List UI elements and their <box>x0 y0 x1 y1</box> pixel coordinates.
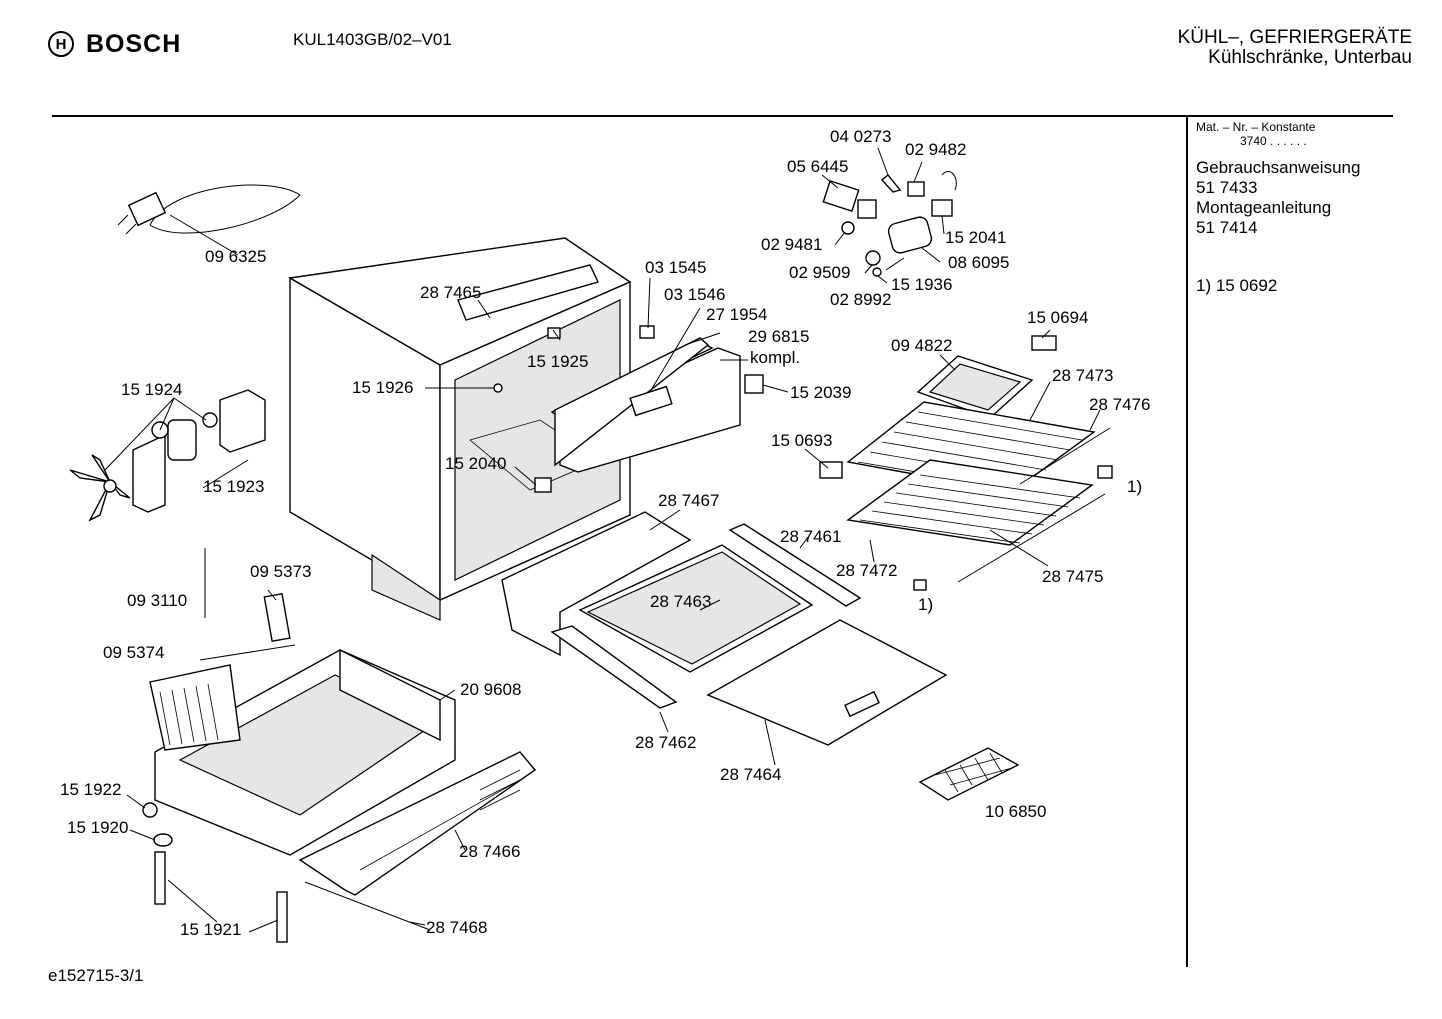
part-labels: 09 6325 28 7465 03 1545 03 1546 27 1954 … <box>60 127 1150 939</box>
label-093110: 09 3110 <box>127 591 187 610</box>
drawing-id: e152715-3/1 <box>48 966 144 985</box>
doc-install-number: 51 7414 <box>1196 218 1258 237</box>
base-frame-drawing <box>142 548 537 943</box>
label-152039: 15 2039 <box>790 383 851 402</box>
header-divider <box>52 115 1393 117</box>
thermostat-drawing <box>822 170 957 277</box>
label-151920: 15 1920 <box>67 818 128 837</box>
label-086095: 08 6095 <box>948 253 1009 272</box>
label-029482: 02 9482 <box>905 140 966 159</box>
shelves-drawing <box>819 335 1113 591</box>
label-209608: 20 9608 <box>460 680 521 699</box>
bosch-armature-icon: H <box>48 31 74 57</box>
label-287468: 28 7468 <box>426 918 487 937</box>
label-094822: 09 4822 <box>891 336 952 355</box>
label-287475: 28 7475 <box>1042 567 1103 586</box>
label-151926: 15 1926 <box>352 378 413 397</box>
label-287464: 28 7464 <box>720 765 781 784</box>
label-056445: 05 6445 <box>787 157 848 176</box>
footnote-1: 1) 15 0692 <box>1196 276 1278 295</box>
label-151925: 15 1925 <box>527 352 588 371</box>
leader-lines <box>104 147 1101 933</box>
note-1-right: 1) <box>1127 477 1142 496</box>
category-line-1: KÜHL–, GEFRIERGERÄTE <box>1177 27 1412 48</box>
doc-install-title: Montageanleitung <box>1196 198 1332 217</box>
label-106850: 10 6850 <box>985 802 1046 821</box>
ice-cube-tray-drawing <box>918 747 1020 801</box>
label-150694: 15 0694 <box>1027 308 1088 327</box>
label-287462: 28 7462 <box>635 733 696 752</box>
label-095374: 09 5374 <box>103 643 164 662</box>
label-031546: 03 1546 <box>664 285 725 304</box>
label-151924: 15 1924 <box>121 380 182 399</box>
drawers-drawing <box>501 511 948 746</box>
label-296815: 29 6815 <box>748 327 809 346</box>
sidebar-divider <box>1186 117 1188 967</box>
label-287476: 28 7476 <box>1089 395 1150 414</box>
label-151923: 15 1923 <box>203 477 264 496</box>
label-287472: 28 7472 <box>836 561 897 580</box>
mat-heading: Mat. – Nr. – Konstante <box>1196 120 1316 134</box>
freezer-door-drawing <box>550 325 764 473</box>
label-150693: 15 0693 <box>771 431 832 450</box>
label-031545: 03 1545 <box>645 258 706 277</box>
doc-user-manual-title: Gebrauchsanweisung <box>1196 158 1361 177</box>
label-152040: 15 2040 <box>445 454 506 473</box>
label-152041: 15 2041 <box>945 228 1006 247</box>
label-151936: 15 1936 <box>891 275 952 294</box>
power-cord-drawing <box>117 184 301 235</box>
label-271954: 27 1954 <box>706 305 767 324</box>
label-029509: 02 9509 <box>789 263 850 282</box>
brand-logo: H BOSCH <box>48 28 181 60</box>
label-151922: 15 1922 <box>60 780 121 799</box>
model-number: KUL1403GB/02–V01 <box>293 30 452 49</box>
label-029481: 02 9481 <box>761 235 822 254</box>
cabinet-drawing <box>287 237 632 621</box>
label-287473: 28 7473 <box>1052 366 1113 385</box>
label-287466: 28 7466 <box>459 842 520 861</box>
label-040273: 04 0273 <box>830 127 891 146</box>
label-287461: 28 7461 <box>780 527 841 546</box>
label-287463: 28 7463 <box>650 592 711 611</box>
label-287465: 28 7465 <box>420 283 481 302</box>
note-1-lower: 1) <box>918 595 933 614</box>
fan-motor-drawing <box>69 389 266 522</box>
label-095373: 09 5373 <box>250 562 311 581</box>
label-296815-kompl: kompl. <box>750 348 800 367</box>
category-heading: KÜHL–, GEFRIERGERÄTE Kühlschränke, Unter… <box>1178 28 1412 68</box>
category-line-2: Kühlschränke, Unterbau <box>1208 47 1412 68</box>
label-151921: 15 1921 <box>180 920 241 939</box>
brand-name: BOSCH <box>86 29 182 58</box>
doc-user-manual-number: 51 7433 <box>1196 178 1258 197</box>
label-028992: 02 8992 <box>830 290 891 309</box>
mat-value: 3740 . . . . . . <box>1240 134 1307 148</box>
sidebar-info: Mat. – Nr. – Konstante 3740 . . . . . . … <box>1196 120 1396 296</box>
label-096325: 09 6325 <box>205 247 266 266</box>
label-287467: 28 7467 <box>658 491 719 510</box>
